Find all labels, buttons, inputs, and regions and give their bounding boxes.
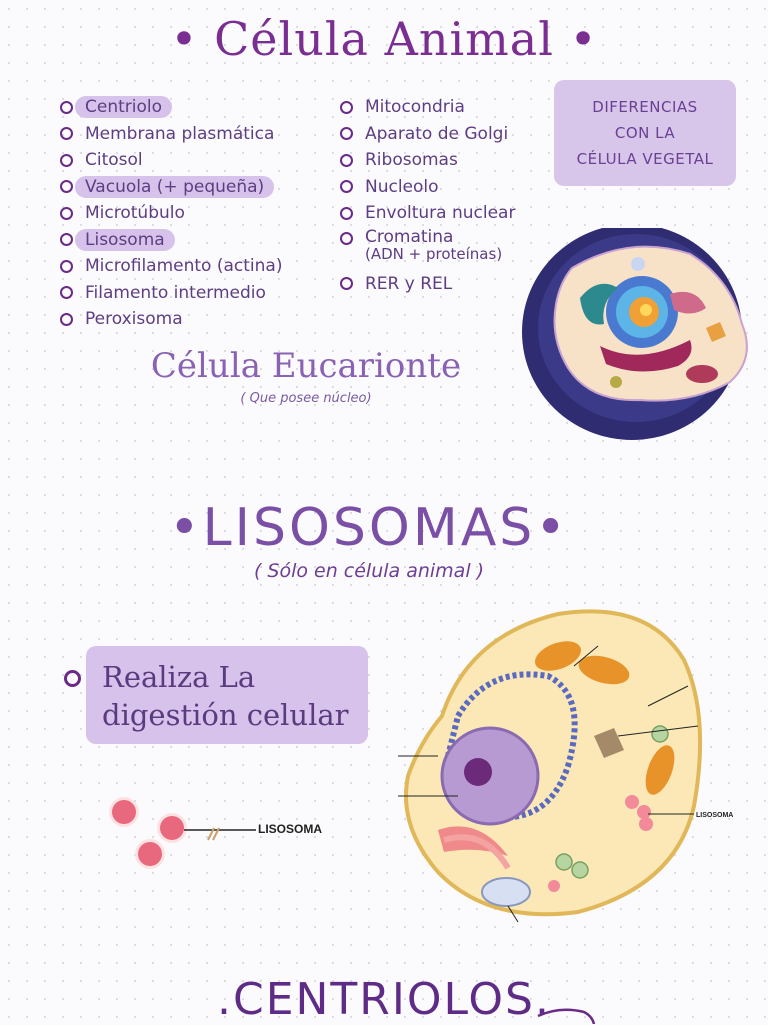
bullet-circle-icon (60, 206, 73, 220)
left-label-wrap: Citosol (85, 150, 143, 170)
left-item: Microtúbulo (60, 200, 282, 227)
function-line-1: Realiza La (102, 660, 256, 694)
left-label-wrap: Peroxisoma (85, 309, 183, 329)
bullet-circle-icon (340, 277, 353, 291)
right-label: Cromatina (365, 226, 454, 247)
left-label: Microfilamento (actina) (85, 256, 283, 277)
bullet-circle-icon (60, 127, 73, 141)
left-item: Citosol (60, 147, 282, 174)
function-bullet (64, 670, 81, 687)
right-label-wrap: Nucleolo (365, 177, 439, 197)
function-box: Realiza La digestión celular (86, 646, 368, 744)
right-item: Nucleolo (340, 174, 515, 201)
bullet-circle-icon (60, 286, 73, 300)
right-item: Envoltura nuclear (340, 200, 515, 227)
page-title: • Célula Animal • (170, 12, 598, 66)
left-item: Microfilamento (actina) (60, 253, 282, 280)
bullet-circle-icon (60, 233, 73, 247)
right-label-wrap: Aparato de Golgi (365, 124, 508, 144)
left-label-wrap: Filamento intermedio (85, 283, 266, 303)
centrioles-title: .CENTRIOLOS. (217, 974, 551, 1025)
left-label-wrap: Microfilamento (actina) (85, 256, 282, 276)
lysosomes-subtitle: ( Sólo en célula animal ) (253, 560, 485, 582)
right-label-wrap: Mitocondria (365, 97, 465, 117)
function-line-2: digestión celular (102, 698, 349, 732)
left-label: Microtúbulo (85, 203, 185, 224)
left-item: Centriolo (60, 94, 282, 121)
left-item: Lisosoma (60, 227, 282, 254)
left-label: Lisosoma (75, 228, 175, 251)
left-label: Filamento intermedio (85, 282, 266, 303)
bullet-circle-icon (340, 231, 353, 245)
left-item: Peroxisoma (60, 306, 282, 333)
lysosome-small-figure: LISOSOMA (109, 797, 322, 869)
differences-line-3: CÉLULA VEGETAL (576, 150, 714, 168)
right-label: Mitocondria (365, 97, 465, 118)
bullet-circle-icon (340, 153, 353, 167)
left-label: Vacuola (+ pequeña) (75, 175, 275, 198)
right-label: Envoltura nuclear (365, 203, 516, 224)
bullet-circle-icon (60, 259, 73, 273)
right-sublabel: (ADN + proteínas) (365, 244, 503, 263)
left-label-wrap: Membrana plasmática (85, 124, 274, 144)
lysosome-label-small: LISOSOMA (258, 822, 322, 836)
lysosome-label-large: LISOSOMA (696, 812, 733, 819)
left-label: Citosol (85, 150, 143, 171)
right-label-wrap: Ribosomas (365, 150, 458, 170)
right-item: RER y REL (340, 271, 515, 298)
left-label-wrap: Centriolo (75, 96, 173, 119)
right-label-wrap: Cromatina(ADN + proteínas) (365, 227, 502, 263)
bullet-circle-icon (60, 153, 73, 167)
left-item: Vacuola (+ pequeña) (60, 174, 282, 201)
bullet-circle-icon (60, 180, 73, 194)
right-label: Aparato de Golgi (365, 123, 509, 144)
left-label: Centriolo (75, 96, 173, 119)
animal-cell-illustration (522, 228, 748, 440)
right-label-wrap: Envoltura nuclear (365, 203, 515, 223)
eukaryote-subtitle: ( Que posee núcleo) (240, 391, 372, 406)
differences-line-2: CON LA (614, 124, 676, 142)
differences-line-1: DIFERENCIAS (592, 98, 698, 116)
arrow-decoration (537, 1008, 596, 1024)
left-item: Membrana plasmática (60, 121, 282, 148)
bullet-circle-icon (60, 312, 73, 326)
right-label: RER y REL (365, 273, 453, 294)
bullet-circle-icon (340, 180, 353, 194)
right-item: Aparato de Golgi (340, 121, 515, 148)
animal-cell-figure: LISOSOMA (398, 609, 733, 923)
left-item: Filamento intermedio (60, 280, 282, 307)
right-label: Ribosomas (365, 150, 458, 171)
bullet-circle-icon (340, 127, 353, 141)
left-label-wrap: Microtúbulo (85, 203, 185, 223)
right-item: Ribosomas (340, 147, 515, 174)
right-label: Nucleolo (365, 176, 439, 197)
right-label-wrap: RER y REL (365, 274, 452, 294)
bullet-circle-icon (340, 206, 353, 220)
bullet-circle-icon (60, 100, 73, 114)
bullet-circle-icon (340, 100, 353, 114)
eukaryote-title: Célula Eucarionte (150, 346, 462, 386)
left-label-wrap: Lisosoma (75, 228, 175, 251)
left-label: Peroxisoma (85, 309, 183, 330)
right-item: Cromatina(ADN + proteínas) (340, 227, 515, 271)
left-label-wrap: Vacuola (+ pequeña) (75, 175, 275, 198)
left-label: Membrana plasmática (85, 123, 275, 144)
differences-box: DIFERENCIAS CON LA CÉLULA VEGETAL (554, 80, 736, 186)
right-item: Mitocondria (340, 94, 515, 121)
lysosomes-title: •LISOSOMAS• (169, 498, 569, 558)
